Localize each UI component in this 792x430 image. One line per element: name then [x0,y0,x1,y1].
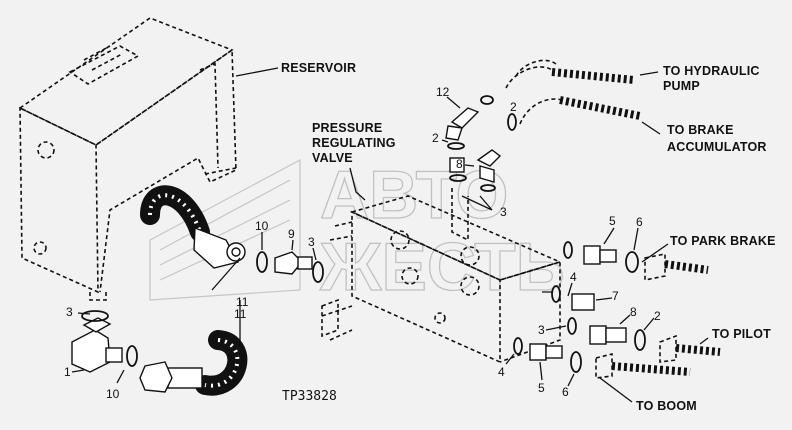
callout-3-bottom: 3 [538,323,545,337]
label-regulating: REGULATING [312,136,396,150]
callout-5-bottom: 5 [538,381,545,395]
fitting-group-left [256,251,324,283]
callout-1: 1 [64,365,71,379]
watermark: АВТО ЖЕСТЬ [149,156,565,306]
callout-3-top: 3 [500,205,507,219]
callout-7: 7 [612,289,619,303]
label-valve: VALVE [312,151,353,165]
callout-3-left: 3 [66,305,73,319]
hose-assembly [139,185,248,396]
leader-lines [71,67,709,403]
callout-12: 12 [436,85,450,99]
label-to-brake: TO BRAKE [667,123,734,137]
callout-5-top: 5 [609,214,616,228]
destination-hoses [505,59,721,379]
callout-8-right: 8 [630,305,637,319]
fitting-group-right [513,241,646,373]
label-to-hydraulic: TO HYDRAULIC [663,64,760,78]
callout-8-top: 8 [456,157,463,171]
callout-10-bottom: 10 [106,387,120,401]
callout-3-mid: 3 [308,235,315,249]
callout-11-lower: 11 [234,307,247,321]
callout-2-top: 2 [432,131,439,145]
label-accumulator: ACCUMULATOR [667,140,767,154]
control-valve-block [321,188,563,364]
callout-numbers: 1 3 10 11 11 10 9 3 12 2 8 3 2 5 6 4 7 8… [64,85,661,401]
callout-2-right: 2 [654,309,661,323]
label-to-boom: TO BOOM [636,399,697,413]
elbow-fitting [71,310,138,373]
label-to-pilot: TO PILOT [712,327,771,341]
label-reservoir: RESERVOIR [281,61,356,75]
callout-6-top: 6 [636,215,643,229]
label-to-park-brake: TO PARK BRAKE [670,234,776,248]
callout-6-bottom: 6 [562,385,569,399]
callout-9: 9 [288,227,295,241]
pressure-regulating-valve-fittings [445,95,517,192]
callout-4-mid: 4 [570,270,577,284]
callout-10-top: 10 [255,219,269,233]
label-pump: PUMP [663,79,700,93]
callout-11-upper: 11 [236,295,249,309]
label-pressure: PRESSURE [312,121,382,135]
watermark-line2: ЖЕСТЬ [319,229,565,305]
reservoir [18,17,237,301]
callout-4-bottom: 4 [498,365,505,379]
drawing-code: TP33828 [282,389,337,404]
callout-2-upper-right: 2 [510,100,517,114]
